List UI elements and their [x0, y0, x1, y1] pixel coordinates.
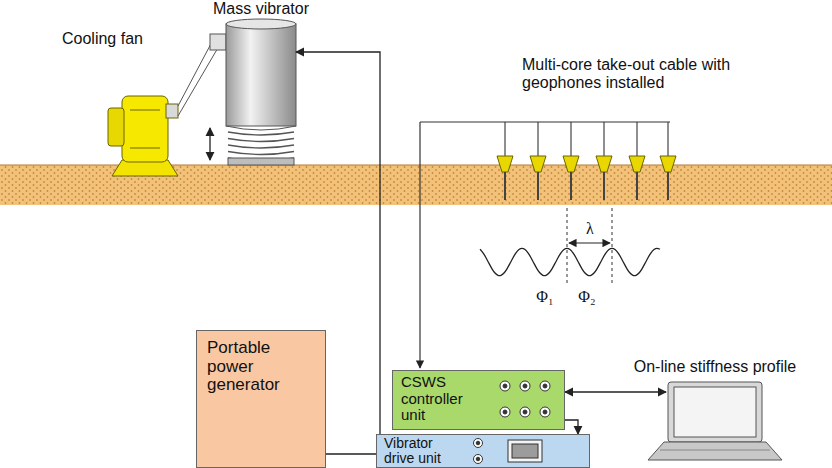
geophone-array	[497, 122, 676, 200]
node-label: Vibrator drive unit	[384, 436, 449, 467]
bellows	[228, 132, 294, 161]
node-label: Mass vibrator	[213, 0, 309, 18]
cable-to-controller	[419, 122, 420, 368]
controller-knobs	[500, 381, 550, 417]
surface-wave	[480, 248, 660, 275]
part-label: Multi-core take-out cable with geophones…	[522, 56, 787, 93]
node-label: CSWS controller unit	[401, 374, 484, 424]
connector	[326, 453, 376, 454]
drive-unit-controls	[474, 439, 543, 464]
connector	[565, 420, 578, 434]
wavelength-arrow	[569, 242, 610, 243]
part-label: Cooling fan	[62, 30, 182, 48]
laptop	[648, 382, 782, 460]
drive-unit-box: Vibrator drive unit	[376, 434, 590, 468]
cooling-fan	[108, 96, 178, 176]
phase-symbol: Φ₁	[530, 288, 560, 306]
laptop-node: On-line stiffness profile	[666, 382, 764, 460]
mass-vibrator-node: Mass vibrator	[226, 24, 296, 164]
node-label: On-line stiffness profile	[634, 358, 796, 376]
vibrator-base	[228, 158, 294, 165]
controller-box: CSWS controller unit	[392, 370, 565, 430]
motion-arrow	[209, 128, 210, 160]
power-generator-box: Portable power generator	[196, 330, 326, 468]
hose-coupling	[210, 34, 226, 50]
phase-marker	[612, 208, 613, 284]
connector	[565, 391, 666, 392]
mass-vibrator	[226, 19, 296, 130]
wavelength-symbol: λ	[580, 220, 600, 238]
take-out-cable	[420, 121, 670, 122]
phase-symbol: Φ₂	[572, 288, 602, 306]
phase-marker	[567, 208, 568, 284]
node-label: Portable power generator	[207, 339, 303, 395]
